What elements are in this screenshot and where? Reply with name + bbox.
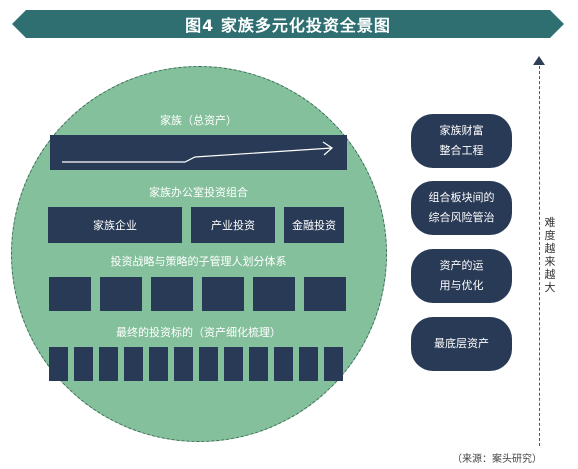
level4-label: 最终的投资标的（资产细化梳理） bbox=[116, 326, 281, 339]
asset-box bbox=[124, 347, 143, 381]
pill-line: 综合风险管治 bbox=[428, 211, 495, 224]
pill-line: 家族财富 bbox=[439, 124, 484, 137]
sub-manager-row bbox=[49, 277, 346, 311]
industry-investment-box: 产业投资 bbox=[191, 207, 275, 243]
level2-label: 家族办公室投资组合 bbox=[149, 186, 248, 199]
asset-box bbox=[149, 347, 168, 381]
asset-box bbox=[299, 347, 318, 381]
asset-box bbox=[49, 347, 68, 381]
sub-manager-box bbox=[304, 277, 346, 311]
source-note: （来源：案头研究） bbox=[452, 454, 542, 465]
difficulty-axis-label: 难度越来越大 bbox=[543, 216, 557, 294]
asset-box bbox=[224, 347, 243, 381]
level1-label: 家族（总资产） bbox=[160, 114, 237, 127]
level3-label: 投资战略与策略的子管理人划分体系 bbox=[110, 255, 287, 268]
title-banner: 图4 家族多元化投资全景图 bbox=[12, 10, 564, 38]
asset-box bbox=[199, 347, 218, 381]
asset-box bbox=[174, 347, 193, 381]
total-assets-bar bbox=[50, 135, 347, 170]
sub-manager-box bbox=[202, 277, 244, 311]
family-business-box: 家族企业 bbox=[48, 207, 182, 243]
sub-manager-box bbox=[151, 277, 193, 311]
pill-line: 整合工程 bbox=[439, 144, 484, 157]
asset-row bbox=[49, 347, 343, 381]
title-text: 图4 家族多元化投资全景图 bbox=[185, 16, 391, 35]
pill-bottom-assets: 最底层资产 bbox=[411, 317, 512, 371]
asset-box bbox=[274, 347, 293, 381]
financial-investment-box: 金融投资 bbox=[284, 207, 344, 243]
sub-manager-box bbox=[100, 277, 142, 311]
sub-manager-box bbox=[253, 277, 295, 311]
sub-manager-box bbox=[49, 277, 91, 311]
trend-arrow-icon bbox=[62, 141, 333, 163]
asset-box bbox=[74, 347, 93, 381]
pill-wealth-integration: 家族财富 整合工程 bbox=[411, 114, 512, 168]
pill-asset-optimization: 资产的运 用与优化 bbox=[411, 249, 512, 303]
difficulty-axis-line bbox=[539, 66, 540, 446]
pill-line: 组合板块间的 bbox=[428, 191, 495, 204]
pill-line: 资产的运 bbox=[439, 259, 484, 272]
pill-line: 最底层资产 bbox=[434, 337, 489, 350]
asset-box bbox=[249, 347, 268, 381]
arrow-up-icon bbox=[533, 56, 545, 65]
pill-risk-governance: 组合板块间的 综合风险管治 bbox=[411, 181, 512, 235]
pill-line: 用与优化 bbox=[439, 279, 484, 292]
asset-box bbox=[99, 347, 118, 381]
asset-box bbox=[324, 347, 343, 381]
